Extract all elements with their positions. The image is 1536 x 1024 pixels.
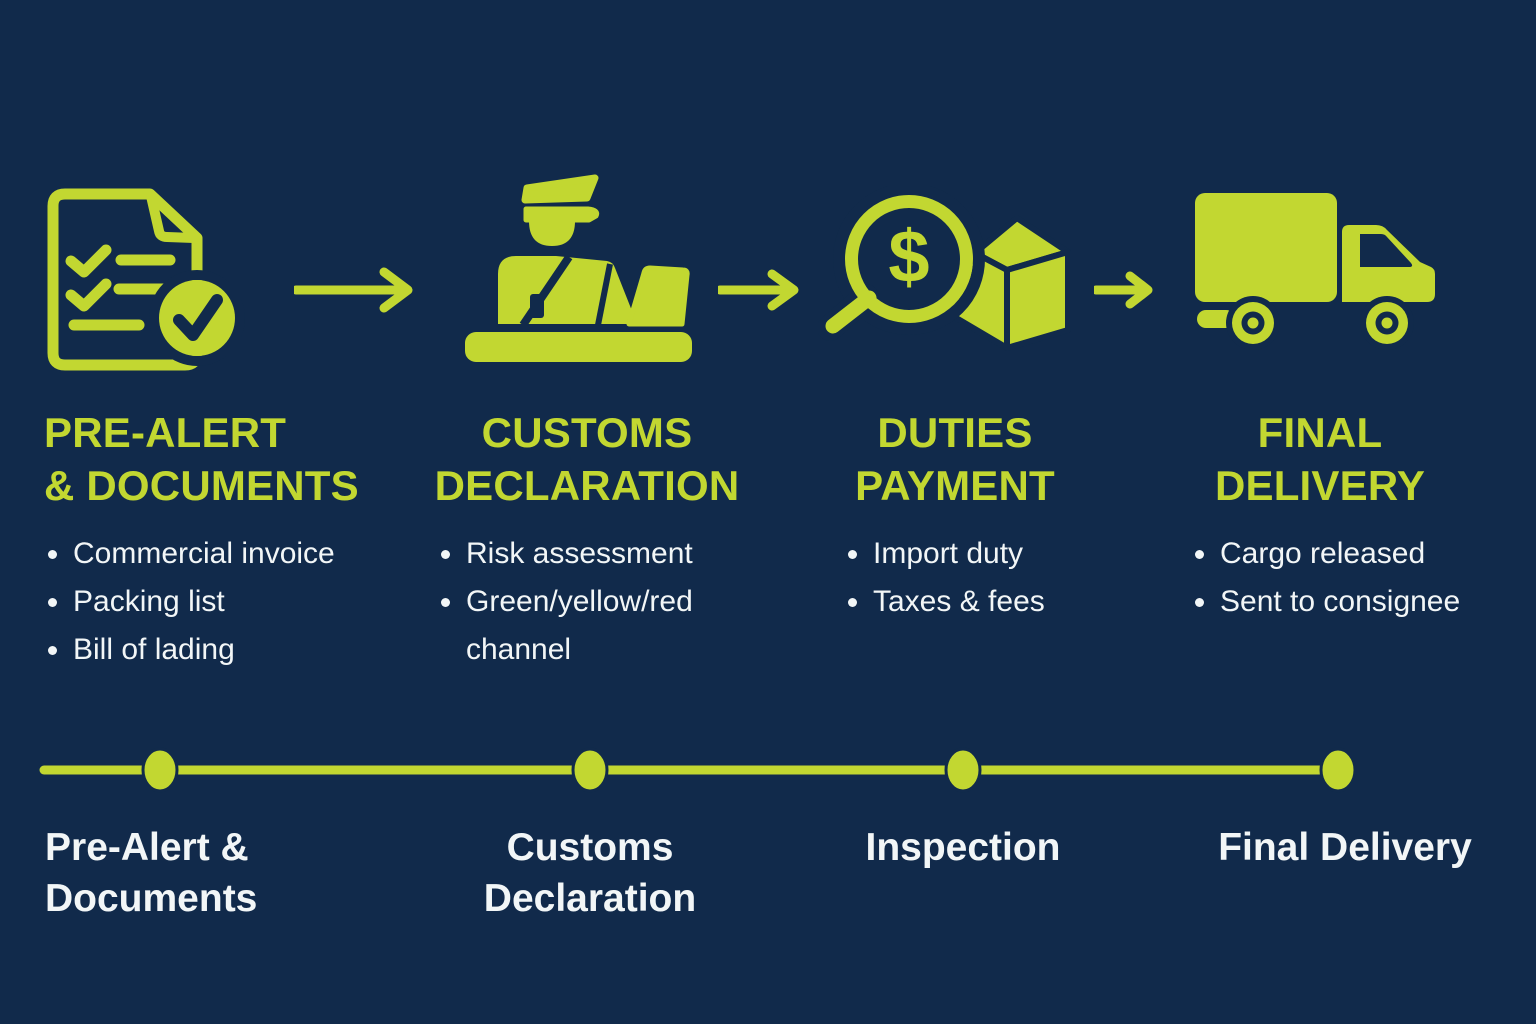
stage-title-duties-payment: DUTIES PAYMENT bbox=[775, 406, 1135, 512]
delivery-truck-icon bbox=[1195, 193, 1435, 350]
stage-title-line: DELIVERY bbox=[1214, 462, 1426, 509]
magnifier-dollar-package-icon: $ bbox=[818, 186, 1071, 351]
timeline-track bbox=[39, 747, 1357, 793]
stage-title-line: PAYMENT bbox=[855, 462, 1055, 509]
timeline-dot bbox=[141, 747, 179, 793]
timeline-label-final-delivery: Final Delivery bbox=[1218, 826, 1472, 869]
bullet-item: Bill of lading bbox=[46, 626, 386, 674]
stage-bullets-pre-alert: Commercial invoice Packing list Bill of … bbox=[46, 530, 386, 674]
stage-title-line: FINAL bbox=[1257, 409, 1383, 456]
arrow-right-icon bbox=[718, 269, 799, 311]
stage-bullets-duties-payment: Import duty Taxes & fees bbox=[846, 530, 1126, 626]
bullet-item: Cargo released bbox=[1193, 530, 1523, 578]
timeline-dot bbox=[1319, 747, 1357, 793]
stage-title-line: DUTIES bbox=[877, 409, 1033, 456]
stage-title-line: & DOCUMENTS bbox=[44, 462, 359, 509]
stage-bullets-final-delivery: Cargo released Sent to consignee bbox=[1193, 530, 1523, 626]
arrow-right-icon bbox=[1094, 271, 1153, 309]
bullet-item: Commercial invoice bbox=[46, 530, 386, 578]
bullet-item: Sent to consignee bbox=[1193, 578, 1523, 626]
timeline-dot bbox=[944, 747, 982, 793]
bullet-item: Green/yellow/red channel bbox=[439, 578, 739, 674]
stage-title-line: CUSTOMS bbox=[481, 409, 693, 456]
stage-bullets-customs-declaration: Risk assessment Green/yellow/red channel bbox=[439, 530, 739, 674]
bullet-item: Packing list bbox=[46, 578, 386, 626]
stage-title-line: DECLARATION bbox=[434, 462, 740, 509]
stage-title-final-delivery: FINAL DELIVERY bbox=[1140, 406, 1500, 512]
timeline-label-pre-alert: Pre-Alert & Documents bbox=[45, 826, 258, 920]
timeline-label-customs-declaration: Customs Declaration bbox=[483, 826, 697, 920]
bullet-item: Import duty bbox=[846, 530, 1126, 578]
stage-title-line: PRE-ALERT bbox=[44, 409, 287, 456]
bullet-item: Taxes & fees bbox=[846, 578, 1126, 626]
bullet-item: Risk assessment bbox=[439, 530, 739, 578]
timeline-dot bbox=[571, 747, 609, 793]
stage-title-pre-alert: PRE-ALERT & DOCUMENTS bbox=[44, 406, 384, 512]
timeline-label-inspection: Inspection bbox=[865, 826, 1061, 869]
dollar-sign-glyph: $ bbox=[888, 215, 929, 298]
arrow-right-icon bbox=[294, 267, 413, 313]
documents-checklist-icon bbox=[47, 188, 245, 371]
stage-title-customs-declaration: CUSTOMS DECLARATION bbox=[407, 406, 767, 512]
customs-officer-icon bbox=[465, 174, 692, 362]
